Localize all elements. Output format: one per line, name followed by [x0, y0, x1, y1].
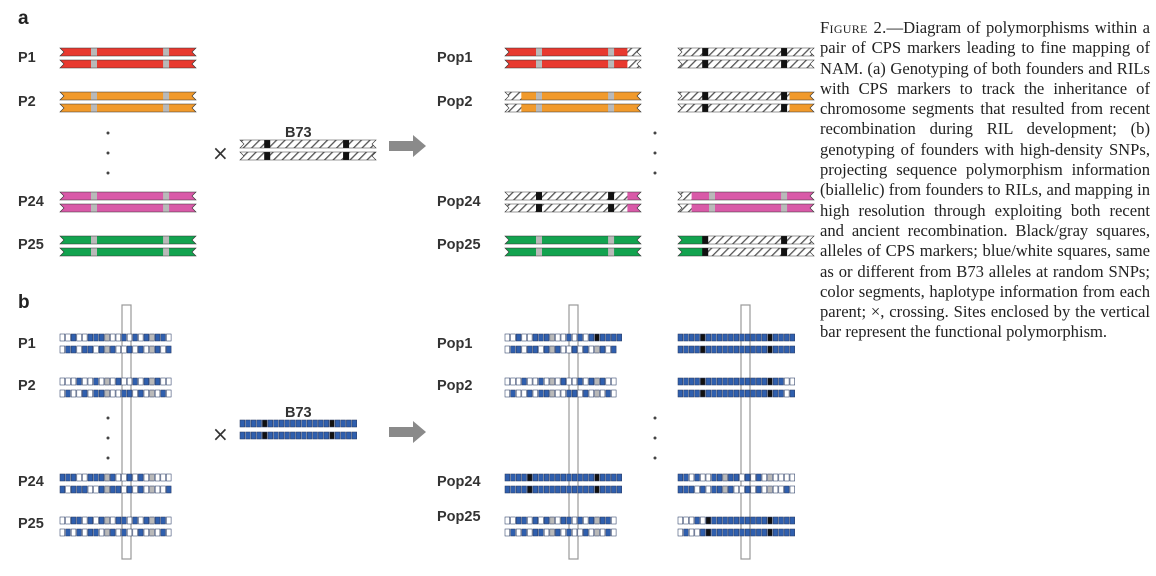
- snp-row-pop24: [677, 485, 795, 494]
- chromosome-layer: [59, 47, 815, 537]
- snp-row-pop2: [677, 389, 795, 398]
- chromosome-pop25: [504, 235, 642, 245]
- founder-label-p24-b: P24: [18, 474, 44, 490]
- chromosome-pop24: [504, 203, 642, 213]
- snp-row-p2: [59, 377, 172, 386]
- chromosome-p25: [59, 235, 197, 245]
- snp-row-p25: [59, 528, 172, 537]
- snp-row-p2: [59, 389, 172, 398]
- chromosome-pop24: [504, 191, 642, 201]
- snp-row-pop24: [504, 485, 622, 494]
- chromosome-pop1: [677, 47, 815, 57]
- snp-row-pop1: [504, 333, 622, 342]
- chromosome-pop25: [677, 235, 815, 245]
- chromosome-p25: [59, 247, 197, 257]
- snp-row-pop2: [504, 389, 617, 398]
- figure-caption: Figure 2.—Diagram of polymorphisms withi…: [820, 18, 1150, 343]
- pop-label-pop2-a: Pop2: [437, 94, 472, 110]
- functional-polymorphism-bar: [740, 304, 751, 560]
- chromosome-pop2: [677, 103, 815, 113]
- founder-label-p2-b: P2: [18, 378, 36, 394]
- arrow-icon: [389, 421, 426, 443]
- snp-row-pop1: [504, 345, 617, 354]
- chromosome-pop24: [677, 191, 815, 201]
- chromosome-p1: [59, 59, 197, 69]
- founder-label-p24-a: P24: [18, 194, 44, 210]
- chromosome-p1: [59, 47, 197, 57]
- functional-polymorphism-bar: [121, 304, 132, 560]
- snp-row-p1: [59, 345, 172, 354]
- chromosome-pop2: [504, 103, 642, 113]
- panel-b-label: b: [18, 292, 30, 313]
- pop-label-pop25-b: Pop25: [437, 509, 481, 525]
- chromosome-pop1: [677, 59, 815, 69]
- pop-label-pop2-b: Pop2: [437, 378, 472, 394]
- snp-row-pop24: [677, 473, 795, 482]
- chromosome-p24: [59, 191, 197, 201]
- snp-row-pop24: [504, 473, 622, 482]
- pop-label-pop24-a: Pop24: [437, 194, 481, 210]
- chromosome-p2: [59, 103, 197, 113]
- snp-row-pop25: [504, 516, 617, 525]
- snp-row-pop25: [504, 528, 617, 537]
- founder-label-p1-b: P1: [18, 336, 36, 352]
- founder-label-p25-a: P25: [18, 237, 44, 253]
- chromosome-pop25: [504, 247, 642, 257]
- chromosome-pop2: [504, 91, 642, 101]
- founder-label-p25-b: P25: [18, 516, 44, 532]
- panel-a-label: a: [18, 8, 29, 29]
- chromosome-pop1: [504, 59, 642, 69]
- chromosome-pop1: [504, 47, 642, 57]
- snp-row-p24: [59, 473, 172, 482]
- functional-polymorphism-bar: [568, 304, 579, 560]
- snp-row-pop1: [677, 333, 795, 342]
- pop-label-pop25-a: Pop25: [437, 237, 481, 253]
- snp-row-pop25: [677, 528, 795, 537]
- cross-symbol-a: ×: [212, 141, 229, 165]
- pop-label-pop24-b: Pop24: [437, 474, 481, 490]
- chromosome-b73: [239, 151, 377, 161]
- figure-diagram: a b P1 P2 P24 P25 B73 × Pop1 Pop2 Pop24 …: [18, 8, 815, 560]
- pop-label-pop1-a: Pop1: [437, 50, 472, 66]
- chromosome-p2: [59, 91, 197, 101]
- b73-label-a: B73: [285, 125, 312, 141]
- snp-row-pop2: [677, 377, 795, 386]
- caption-heading: Figure 2.: [820, 18, 887, 37]
- b73-label-b: B73: [285, 405, 312, 421]
- snp-row-pop1: [677, 345, 795, 354]
- snp-row-b73: [239, 431, 357, 440]
- snp-row-pop25: [677, 516, 795, 525]
- pop-label-pop1-b: Pop1: [437, 336, 472, 352]
- cross-symbol-b: ×: [212, 422, 229, 446]
- snp-row-p25: [59, 516, 172, 525]
- snp-row-pop2: [504, 377, 617, 386]
- chromosome-pop24: [677, 203, 815, 213]
- founder-label-p1-a: P1: [18, 50, 36, 66]
- chromosome-b73: [239, 139, 377, 149]
- snp-row-p1: [59, 333, 172, 342]
- chromosome-p24: [59, 203, 197, 213]
- snp-row-p24: [59, 485, 172, 494]
- founder-label-p2-a: P2: [18, 94, 36, 110]
- chromosome-pop2: [677, 91, 815, 101]
- caption-body: —Diagram of polymorphisms within a pair …: [820, 18, 1150, 342]
- ellipsis-dots: [106, 131, 657, 460]
- chromosome-pop25: [677, 247, 815, 257]
- snp-row-b73: [239, 419, 357, 428]
- arrow-icon: [389, 135, 426, 157]
